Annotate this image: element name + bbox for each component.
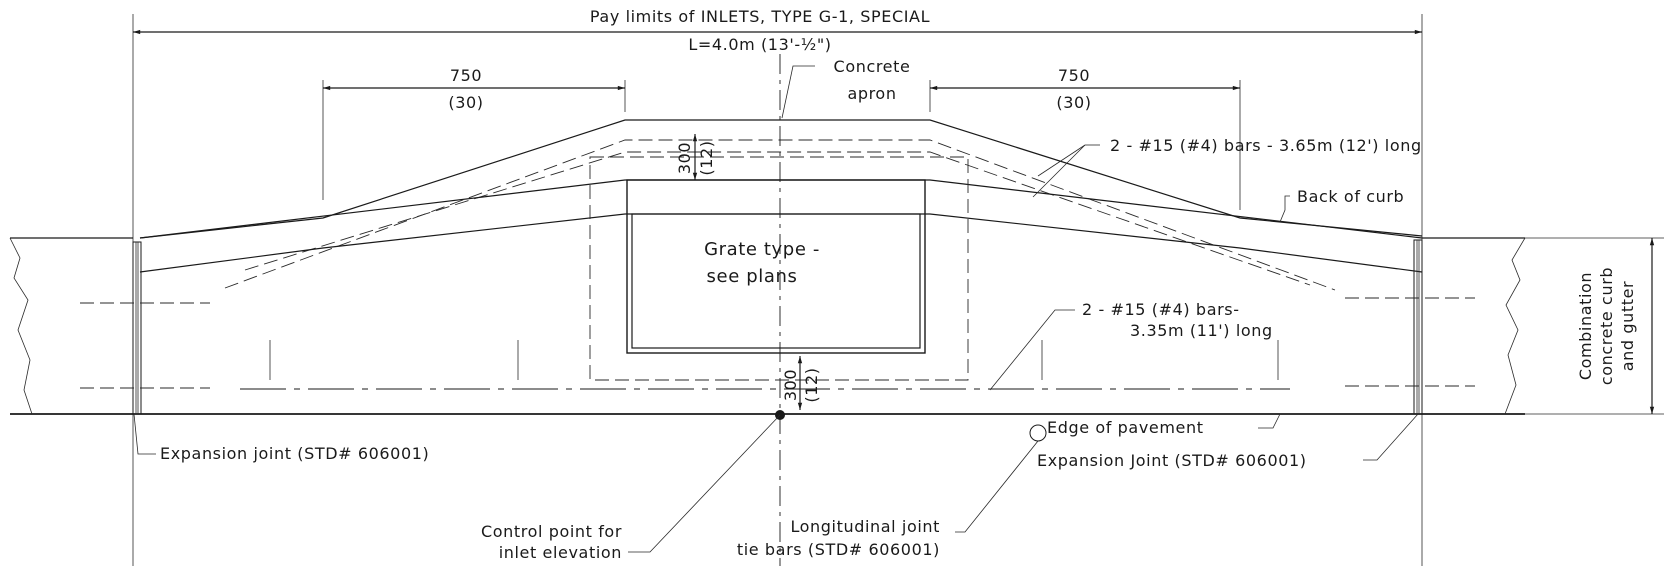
bottom-300-dimension: 300 (12) [781, 356, 821, 410]
right-30-label: (30) [1056, 93, 1091, 112]
top-12-label: (12) [697, 140, 716, 175]
mid-bars-line2: 3.35m (11') long [1130, 321, 1273, 340]
expansion-joint-right-callout: Expansion Joint (STD# 606001) [1037, 413, 1419, 470]
combo-line2: concrete curb [1597, 267, 1616, 385]
control-point-line1: Control point for [481, 522, 622, 541]
edge-of-pavement-callout: Edge of pavement [1047, 413, 1281, 437]
right-750-label: 750 [1058, 66, 1090, 85]
grate-line1: Grate type - [704, 239, 820, 260]
dowel-bars [80, 297, 1475, 389]
concrete-apron-line2: apron [847, 84, 896, 103]
expansion-joint-right [1413, 239, 1423, 415]
pay-limits-dimension: Pay limits of INLETS, TYPE G-1, SPECIAL … [132, 7, 1423, 566]
combo-line1: Combination [1576, 272, 1595, 380]
top-bars-callout: 2 - #15 (#4) bars - 3.65m (12') long [1032, 136, 1422, 198]
mid-bars-callout: 2 - #15 (#4) bars- 3.35m (11') long [989, 300, 1273, 391]
curb-and-gutter [9, 179, 1526, 415]
long-joint-line2: tie bars (STD# 606001) [737, 540, 940, 559]
control-point-callout: Control point for inlet elevation [481, 410, 785, 562]
mid-bars-line1: 2 - #15 (#4) bars- [1082, 300, 1240, 319]
top-bars-label: 2 - #15 (#4) bars - 3.65m (12') long [1110, 136, 1422, 155]
expansion-joint-right-label: Expansion Joint (STD# 606001) [1037, 451, 1307, 470]
inlet-box [589, 156, 969, 381]
left-30-label: (30) [448, 93, 483, 112]
top-300-dimension: 300 (12) [675, 134, 716, 180]
pavement-marks [269, 340, 1279, 380]
top-300-label: 300 [675, 142, 694, 174]
expansion-joint-left [132, 241, 142, 415]
concrete-apron-callout: Concrete apron [781, 57, 911, 119]
back-of-curb-label: Back of curb [1297, 187, 1404, 206]
concrete-apron-line1: Concrete [834, 57, 911, 76]
grate-label: Grate type - see plans [704, 239, 820, 287]
concrete-apron-outline [139, 119, 1423, 291]
back-of-curb-callout: Back of curb [1279, 187, 1404, 223]
pay-limits-title: Pay limits of INLETS, TYPE G-1, SPECIAL [590, 7, 930, 26]
length-label: L=4.0m (13'-½") [688, 35, 831, 54]
curb-height-dimension: Combination concrete curb and gutter [1525, 237, 1664, 415]
bottom-12-label: (12) [802, 367, 821, 402]
control-point-line2: inlet elevation [499, 543, 622, 562]
expansion-joint-left-label: Expansion joint (STD# 606001) [160, 444, 429, 463]
longitudinal-joint-callout: Longitudinal joint tie bars (STD# 606001… [737, 424, 1047, 559]
combo-line3: and gutter [1618, 281, 1637, 371]
left-750-label: 750 [450, 66, 482, 85]
right-750-dimension: 750 (30) [929, 66, 1241, 210]
left-750-dimension: 750 (30) [322, 66, 626, 200]
grate-line2: see plans [707, 266, 798, 287]
bottom-300-label: 300 [781, 369, 800, 401]
long-joint-line1: Longitudinal joint [790, 517, 940, 536]
tie-bar-marker [1029, 424, 1047, 442]
expansion-joint-left-callout: Expansion joint (STD# 606001) [133, 413, 429, 463]
edge-of-pavement-label: Edge of pavement [1047, 418, 1204, 437]
